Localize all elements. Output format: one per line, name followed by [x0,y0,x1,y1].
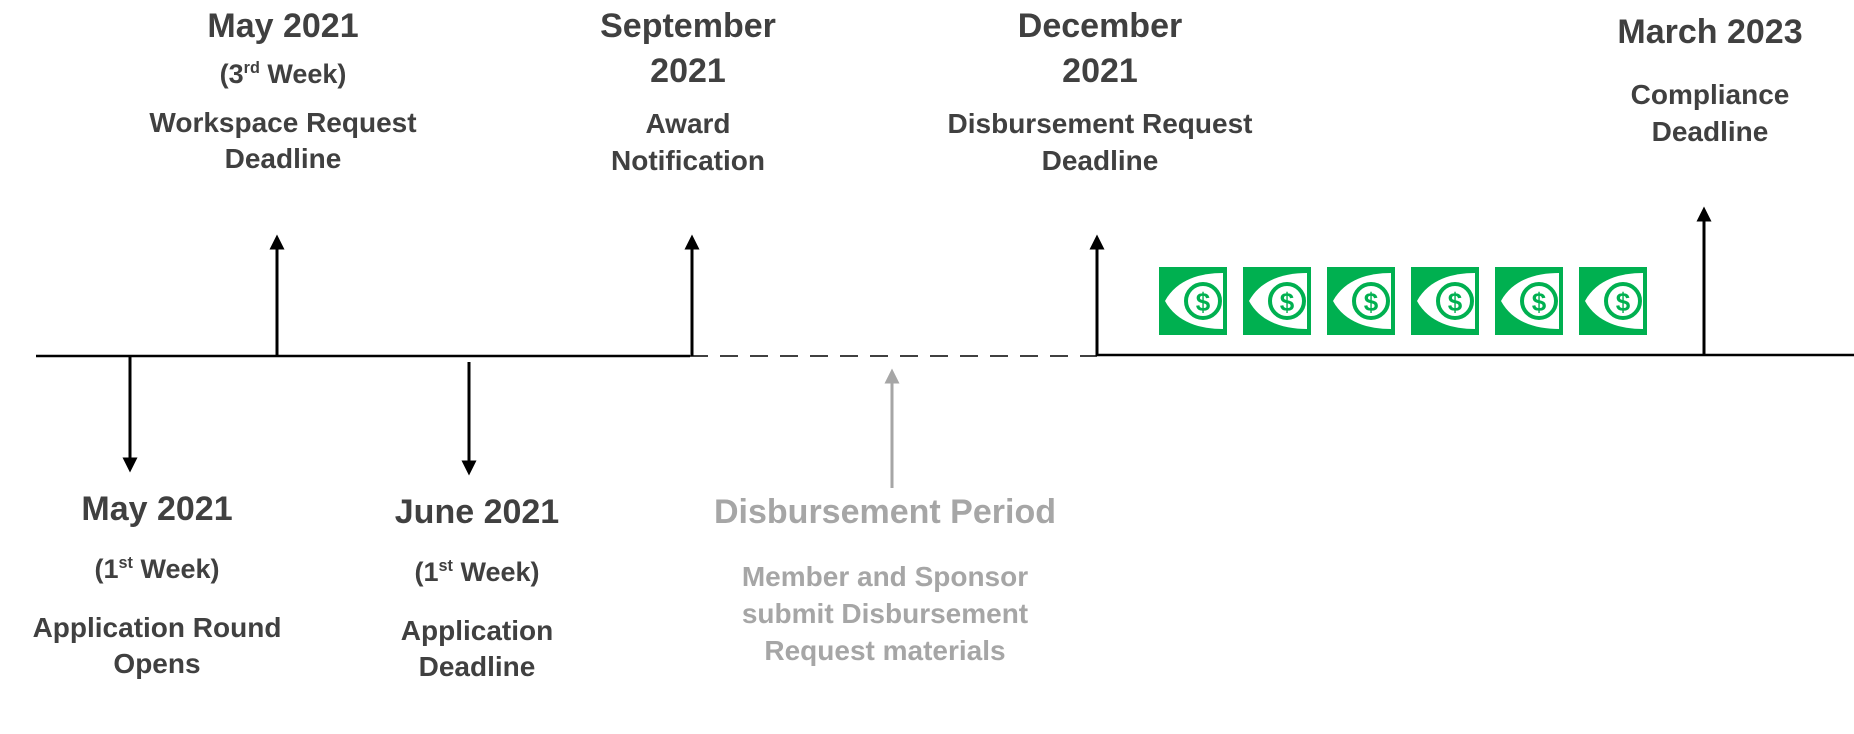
money-icon-row: $ $ $ $ $ $ [1159,267,1647,335]
milestone-application-round-opens: May 2021 (1st Week) Application Round Op… [0,487,314,683]
milestone-date: May 2021 [207,7,359,45]
milestone-desc: Application Round Opens [32,611,282,680]
svg-text:$: $ [1448,287,1463,317]
money-eye-icon: $ [1495,267,1563,335]
money-eye-icon: $ [1411,267,1479,335]
milestone-disbursement-request-deadline: December 2021 Disbursement Request Deadl… [910,4,1290,180]
milestone-compliance-deadline: March 2023 Compliance Deadline [1580,10,1840,151]
milestone-desc: Application Deadline [400,614,554,683]
milestone-week: (3rd Week) [219,58,347,89]
milestone-award-notification: September 2021 Award Notification [557,4,819,180]
svg-text:$: $ [1616,287,1631,317]
period-title: Disbursement Period [714,493,1056,531]
money-eye-icon: $ [1159,267,1227,335]
money-eye-icon: $ [1243,267,1311,335]
milestone-desc: Award Notification [611,107,765,176]
milestone-workspace-request: May 2021 (3rd Week) Workspace Request De… [118,4,448,178]
money-eye-icon: $ [1327,267,1395,335]
svg-text:$: $ [1280,287,1295,317]
milestone-date: September 2021 [600,7,776,90]
milestone-week: (1st Week) [94,553,220,584]
svg-text:$: $ [1196,287,1211,317]
milestone-desc: Disbursement Request Deadline [947,107,1253,176]
milestone-desc: Workspace Request Deadline [149,106,417,175]
milestone-week: (1st Week) [414,556,540,587]
milestone-desc: Compliance Deadline [1630,78,1790,147]
period-desc: Member and Sponsor submit Disbursement R… [741,560,1029,666]
svg-text:$: $ [1364,287,1379,317]
money-eye-icon: $ [1579,267,1647,335]
milestone-date: March 2023 [1617,13,1803,51]
svg-text:$: $ [1532,287,1547,317]
disbursement-period: Disbursement Period Member and Sponsor s… [680,490,1090,670]
milestone-date: May 2021 [81,490,233,528]
milestone-date: December 2021 [1017,7,1183,90]
milestone-application-deadline: June 2021 (1st Week) Application Deadlin… [360,490,594,686]
milestone-date: June 2021 [394,493,560,531]
